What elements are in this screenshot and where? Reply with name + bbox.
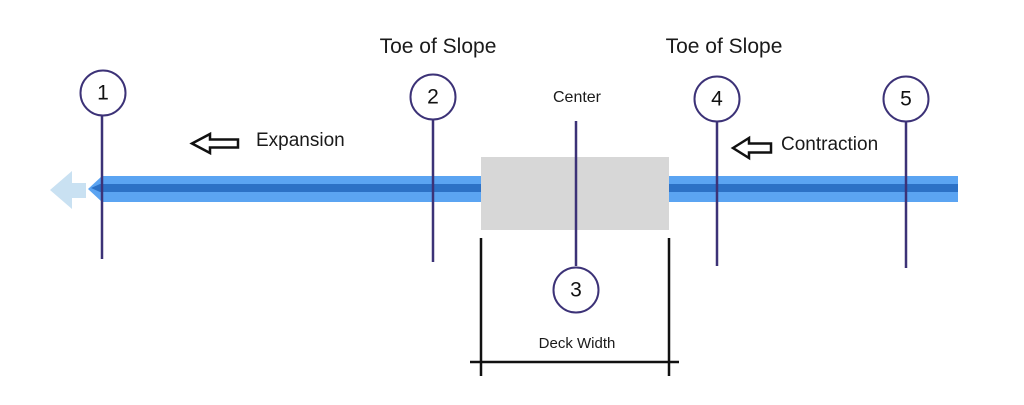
- callout-number-4: 4: [711, 87, 723, 110]
- callout-number-3: 3: [570, 278, 582, 301]
- toe-of-slope-right-label: Toe of Slope: [665, 35, 783, 58]
- contraction-arrow-icon: [730, 135, 773, 161]
- callout-circle-5: 5: [882, 75, 930, 123]
- center-label: Center: [552, 89, 602, 106]
- callout-number-2: 2: [427, 85, 439, 108]
- callout-circle-3: 3: [552, 266, 600, 314]
- callout-circle-4: 4: [693, 75, 741, 123]
- callout-number-5: 5: [900, 87, 912, 110]
- beam-movement-arrow-icon: [50, 171, 86, 209]
- callout-number-1: 1: [97, 81, 109, 104]
- contraction-label: Contraction: [781, 134, 879, 155]
- callout-circle-2: 2: [409, 73, 457, 121]
- expansion-arrow-icon: [189, 131, 240, 156]
- toe-of-slope-left-label: Toe of Slope: [379, 35, 497, 58]
- expansion-label: Expansion: [256, 130, 345, 151]
- deck-width-label: Deck Width: [538, 335, 616, 352]
- callout-circle-1: 1: [79, 69, 127, 117]
